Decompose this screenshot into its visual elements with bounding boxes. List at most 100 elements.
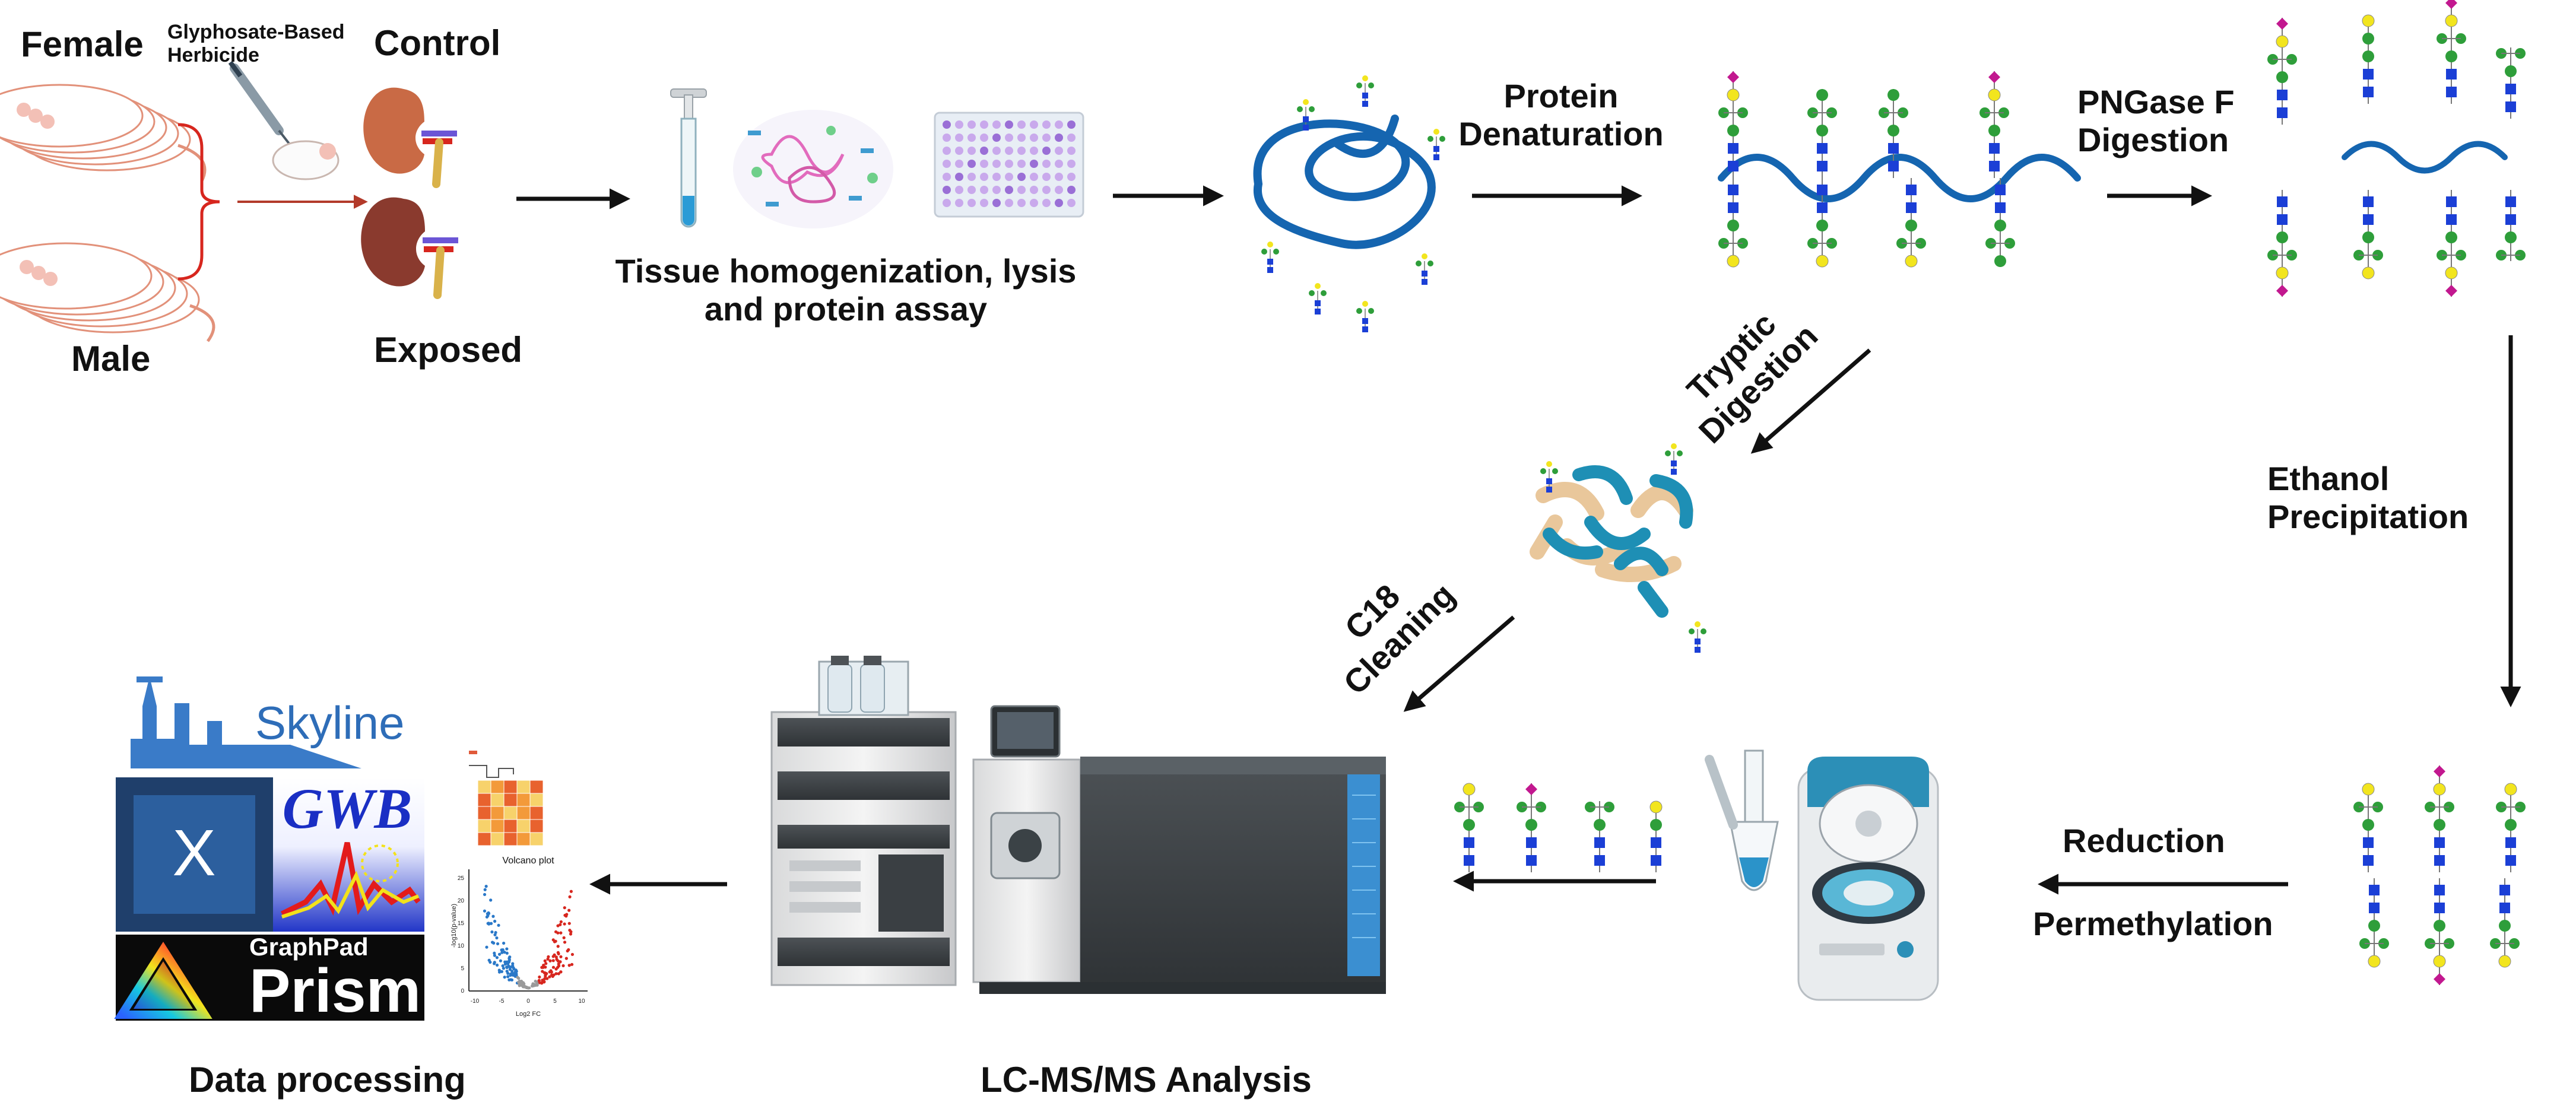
volcano-point (545, 977, 549, 980)
volcano-ytick: 20 (458, 898, 465, 904)
heatmap-cell (477, 780, 491, 794)
volcano-point (551, 965, 556, 969)
heatmap-cell (529, 793, 544, 807)
volcano-point (553, 940, 557, 944)
glycan-chain (1718, 178, 1748, 268)
tryptic-peptides-illustration (1530, 443, 1706, 653)
volcano-xtick: 5 (553, 998, 557, 1005)
folded-glycoprotein-illustration (1253, 75, 1445, 332)
volcano-point (489, 898, 493, 902)
volcano-point (508, 968, 512, 971)
glycan-chain (1585, 801, 1614, 872)
volcano-point (510, 970, 514, 973)
heatmap-cell (490, 806, 505, 820)
volcano-point (556, 945, 560, 948)
volcano-point (534, 980, 537, 983)
volcano-point (551, 959, 555, 962)
heatmap-cell (516, 806, 531, 820)
volcano-point (508, 955, 512, 959)
volcano-point (491, 914, 495, 918)
graphpad-prism-logo: GraphPad Prism (114, 933, 424, 1025)
volcano-point (559, 960, 562, 964)
glycan-chain (2425, 765, 2454, 872)
volcano-point (568, 895, 572, 898)
glycan-chain (1879, 89, 1908, 178)
volcano-point (567, 948, 570, 952)
volcano-point (563, 941, 567, 944)
volcano-ytick: 25 (458, 875, 465, 882)
volcano-point (493, 954, 496, 957)
grouping-brace (177, 123, 220, 281)
herbicide-label: Glyphosate-Based Herbicide (167, 21, 345, 67)
volcano-point (559, 920, 563, 924)
protein-denaturation-line2: Denaturation (1458, 115, 1664, 153)
glycan-chain (1985, 178, 2015, 267)
ethanol-precipitation-label: Ethanol Precipitation (2267, 460, 2469, 536)
volcano-point (501, 948, 505, 952)
volcano-title: Volcano plot (502, 856, 554, 866)
volcano-point (563, 922, 566, 926)
volcano-point (563, 906, 566, 910)
volcano-point (493, 933, 497, 936)
pngase-f-label: PNGase F Digestion (2077, 83, 2235, 160)
glycan-chain (1454, 783, 1484, 872)
male-rats-illustration (0, 242, 215, 342)
glycan-chain (2425, 878, 2454, 985)
volcano-point (510, 978, 514, 982)
volcano-point (486, 922, 490, 925)
glycan-chain (1807, 89, 1837, 178)
volcano-point (493, 919, 497, 923)
volcano-point (555, 958, 559, 961)
homogenization-caption-line1: Tissue homogenization, lysis (615, 252, 1077, 290)
glycan-chain (2267, 18, 2297, 125)
heatmap-cell (503, 806, 518, 820)
volcano-point (559, 931, 563, 935)
sample-tube-illustration (1705, 749, 1779, 891)
volcano-point (548, 975, 551, 979)
volcano-ytick: 5 (461, 965, 464, 972)
volcano-point (502, 941, 506, 945)
volcano-point (515, 970, 518, 973)
lysate-illustration (733, 110, 893, 228)
heatmap-cell (477, 832, 491, 846)
heatmap-cell (516, 780, 531, 794)
volcano-point (495, 963, 499, 967)
volcano-point (522, 985, 526, 989)
mini-glycan (1356, 75, 1374, 107)
glycan-chains-precipitated (2353, 765, 2526, 985)
female-label: Female (21, 24, 144, 64)
volcano-point (556, 965, 560, 969)
volcano-point (490, 930, 494, 934)
volcano-point (496, 942, 500, 946)
glycan-chain (2490, 878, 2520, 968)
volcano-ylabel: -log10(p-value) (451, 904, 458, 948)
volcano-point (484, 885, 488, 888)
volcano-point (526, 986, 530, 990)
volcano-point (541, 970, 544, 973)
mini-glycan (1427, 129, 1445, 160)
heatmap-cell (477, 806, 491, 820)
volcano-point (556, 924, 560, 927)
glycan-chain (2496, 190, 2526, 261)
homogenization-caption: Tissue homogenization, lysis and protein… (597, 252, 1095, 329)
glycan-chain (2362, 14, 2375, 104)
glycan-chain (2267, 190, 2297, 297)
volcano-point (506, 975, 510, 979)
glycan-chain (1896, 178, 1926, 268)
volcano-ytick: 0 (461, 988, 464, 995)
syringe-mouse-illustration (228, 61, 340, 180)
heatmap-cell (529, 832, 544, 846)
volcano-point (503, 951, 506, 954)
glycan-chains-released (2267, 0, 2526, 297)
volcano-point (507, 960, 510, 964)
volcano-point (489, 922, 493, 925)
volcano-point (548, 959, 552, 962)
mini-glycan (1689, 621, 1706, 653)
volcano-point (531, 982, 535, 986)
volcano-point (483, 892, 487, 897)
volcano-point (499, 959, 502, 962)
denatured-glycoprotein-illustration (1718, 154, 2081, 202)
volcano-point (553, 953, 556, 957)
mini-glycan (1540, 461, 1558, 493)
